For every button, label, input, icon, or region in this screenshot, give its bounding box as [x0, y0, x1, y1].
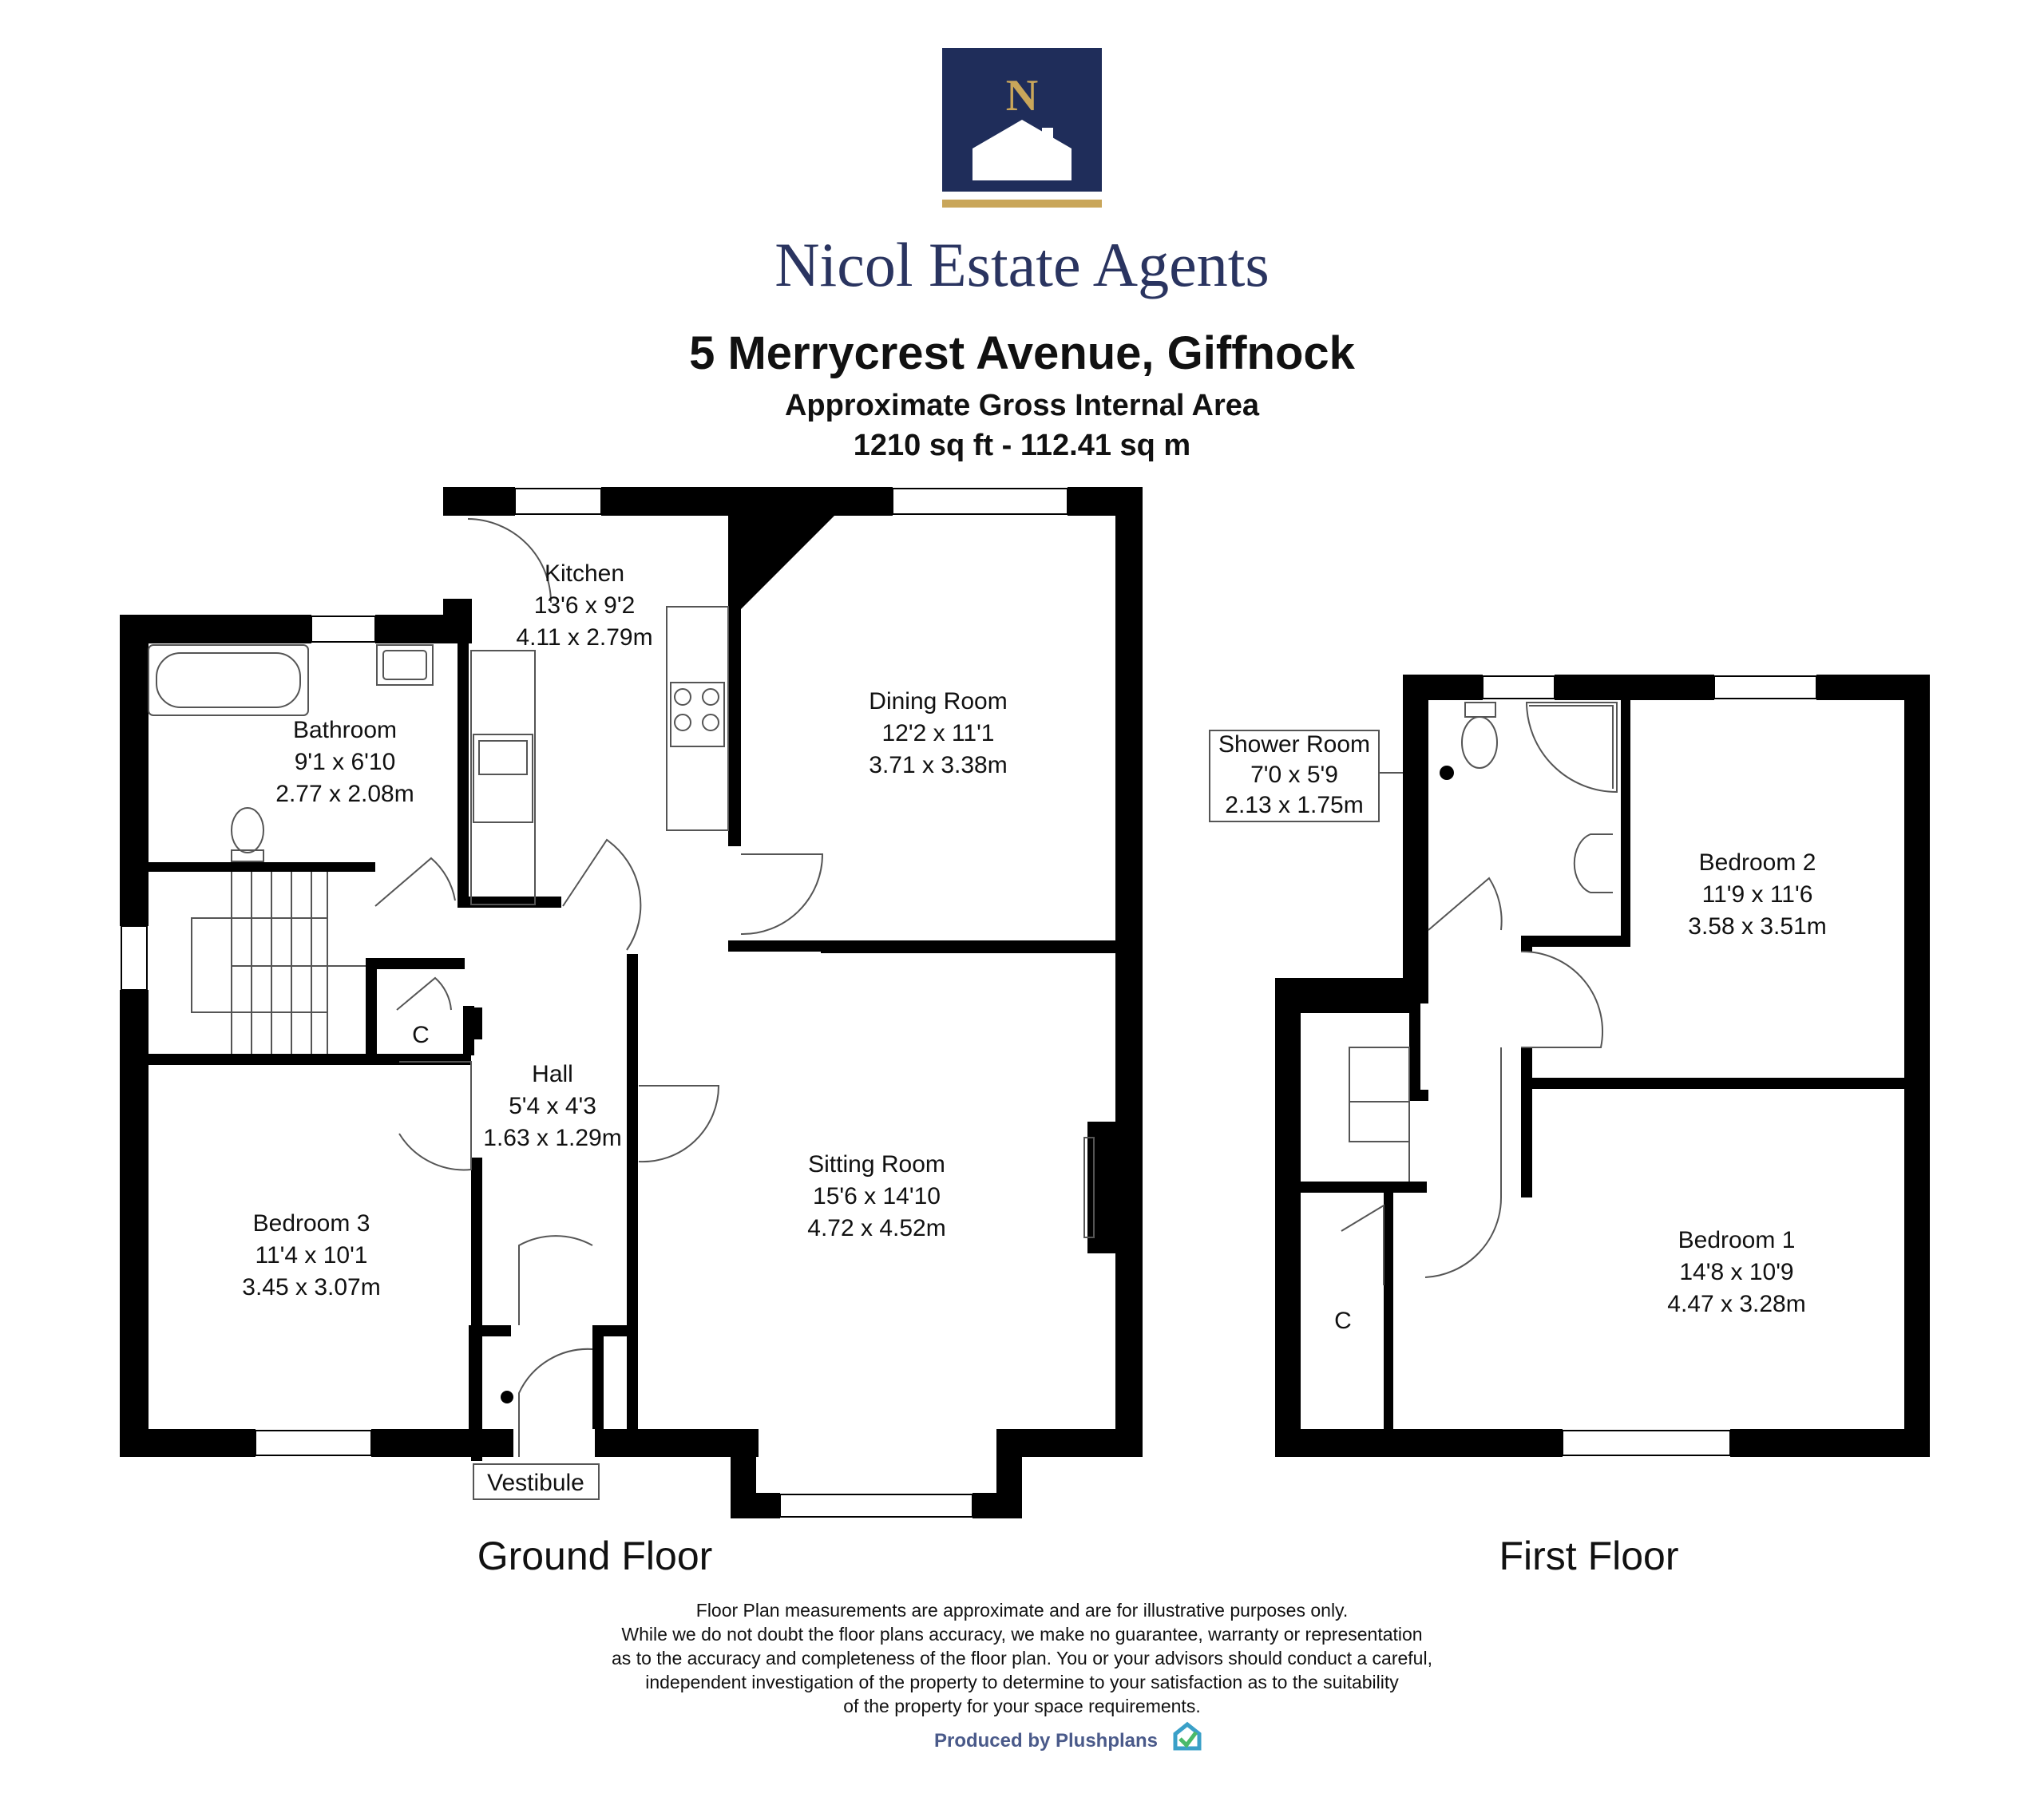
bedroom2-name: Bedroom 2 — [1699, 849, 1816, 876]
shower-metric: 2.13 x 1.75m — [1225, 792, 1363, 818]
bedroom3-imperial: 11'4 x 10'1 — [255, 1242, 367, 1269]
hall-name: Hall — [532, 1061, 573, 1087]
agency-logo: N — [942, 48, 1102, 208]
ground-floor-fixtures — [148, 518, 1095, 1457]
ground-floor-windows — [121, 488, 1068, 1518]
cupboard-first-label: C — [1334, 1308, 1352, 1334]
ground-floor-plan: Kitchen 13'6 x 9'2 4.11 x 2.79m Dining R… — [120, 487, 1143, 1578]
area-label: Approximate Gross Internal Area — [785, 389, 1260, 422]
cupboard-ground-label: C — [412, 1022, 430, 1048]
sitting-name: Sitting Room — [808, 1151, 945, 1178]
bedroom3-name: Bedroom 3 — [253, 1210, 370, 1237]
disclaimer-line: of the property for your space requireme… — [843, 1696, 1200, 1716]
first-floor-fixtures — [1341, 702, 1618, 1285]
bedroom1-metric: 4.47 x 3.28m — [1667, 1291, 1805, 1317]
bedroom3-metric: 3.45 x 3.07m — [242, 1274, 380, 1300]
dining-name: Dining Room — [869, 688, 1007, 715]
disclaimer-line: While we do not doubt the floor plans ac… — [621, 1624, 1422, 1645]
bedroom2-imperial: 11'9 x 11'6 — [1702, 881, 1813, 908]
sitting-metric: 4.72 x 4.52m — [807, 1215, 945, 1241]
logo-letter: N — [1006, 71, 1038, 121]
bathroom-metric: 2.77 x 2.08m — [275, 781, 414, 807]
first-floor-label: First Floor — [1499, 1534, 1679, 1578]
kitchen-imperial: 13'6 x 9'2 — [534, 592, 636, 619]
kitchen-name: Kitchen — [545, 560, 624, 587]
disclaimer-line: independent investigation of the propert… — [645, 1672, 1399, 1692]
sitting-imperial: 15'6 x 14'10 — [813, 1183, 941, 1209]
vestibule-tag — [473, 1463, 600, 1500]
shower-imperial: 7'0 x 5'9 — [1250, 762, 1338, 788]
shower-name: Shower Room — [1218, 731, 1370, 758]
smoke-alarm-icon — [1440, 766, 1454, 780]
first-floor-walls — [1275, 675, 1930, 1457]
first-floor-windows — [1482, 675, 1817, 1456]
hall-imperial: 5'4 x 4'3 — [509, 1093, 596, 1119]
bedroom1-imperial: 14'8 x 10'9 — [1679, 1259, 1793, 1285]
bedroom1-name: Bedroom 1 — [1678, 1227, 1796, 1253]
property-address: 5 Merrycrest Avenue, Giffnock — [689, 327, 1356, 379]
bedroom2-metric: 3.58 x 3.51m — [1688, 913, 1826, 940]
hall-metric: 1.63 x 1.29m — [483, 1125, 621, 1151]
svg-text:Kitchen: Kitchen — [545, 560, 624, 587]
agency-name: Nicol Estate Agents — [774, 230, 1270, 299]
disclaimer-line: Floor Plan measurements are approximate … — [696, 1600, 1348, 1621]
dining-imperial: 12'2 x 11'1 — [881, 720, 994, 746]
area-value: 1210 sq ft - 112.41 sq m — [854, 429, 1190, 462]
bathroom-imperial: 9'1 x 6'10 — [295, 749, 396, 775]
kitchen-metric: 4.11 x 2.79m — [516, 624, 652, 651]
meter-dot-icon — [501, 1391, 513, 1403]
disclaimer: Floor Plan measurements are approximate … — [612, 1600, 1432, 1716]
ground-floor-walls — [120, 487, 1143, 1518]
vestibule-name: Vestibule — [487, 1470, 584, 1496]
shower-room-tag — [1209, 730, 1380, 822]
first-floor-plan: Shower Room 7'0 x 5'9 2.13 x 1.75m Bedro… — [1209, 675, 1930, 1578]
disclaimer-line: as to the accuracy and completeness of t… — [612, 1648, 1432, 1669]
bathroom-name: Bathroom — [293, 717, 397, 743]
credit-text: Produced by Plushplans — [934, 1730, 1158, 1752]
ground-floor-label: Ground Floor — [477, 1534, 713, 1578]
plushplans-logo-icon — [1173, 1721, 1202, 1751]
dining-metric: 3.71 x 3.38m — [869, 752, 1007, 778]
